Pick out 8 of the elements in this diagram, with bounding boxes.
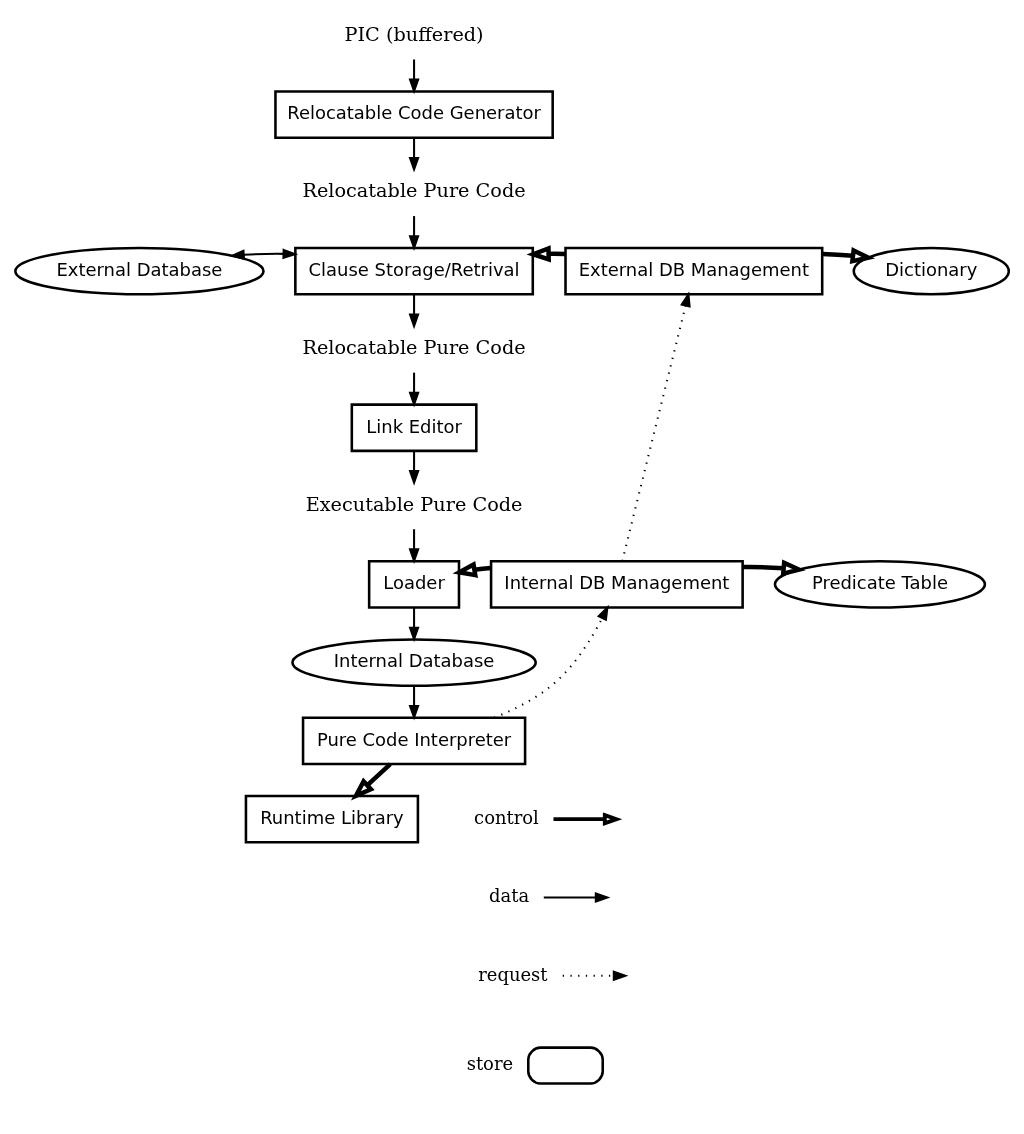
legend-label: store xyxy=(466,1053,514,1075)
node-text: Relocatable Pure Code xyxy=(302,179,526,203)
node-text: Executable Pure Code xyxy=(305,492,523,516)
node-text: Relocatable Pure Code xyxy=(302,335,526,359)
node-text: PIC (buffered) xyxy=(344,22,484,46)
legend-label: control xyxy=(474,806,539,828)
legend-label: request xyxy=(478,963,548,985)
legend-label: data xyxy=(488,885,530,907)
